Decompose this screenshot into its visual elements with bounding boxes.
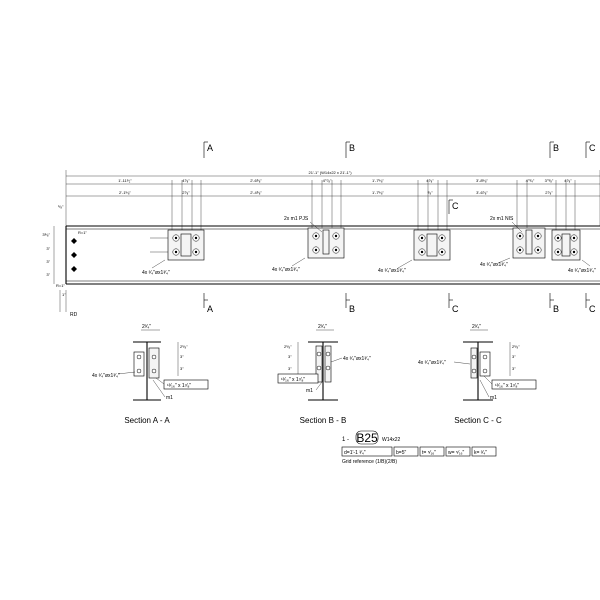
dim-top-4: 1'-7⁵⁄₈": [372, 178, 385, 183]
dim-top-3: 4"⁷⁄₈": [323, 178, 332, 183]
section-a-a: 2³⁄₄" 2⁵⁄₈" 3" 3" 4x ³⁄₄"øx1³⁄₄" ¹³⁄₁₆" …: [92, 324, 209, 425]
grid-a-top: A: [207, 143, 213, 153]
dim-top-1: 4⁷⁄₈": [182, 178, 190, 183]
dim-top-8: 3"³⁄₈": [545, 178, 554, 183]
left-small-dim-2: 1": [62, 292, 66, 297]
connection-c-plate: [413, 229, 451, 261]
bolt-callout-b: 4x ³⁄₄"øx1³⁄₄": [272, 267, 300, 273]
sub-dim-1: 2'-4³⁄₈": [250, 190, 262, 195]
sec-c-m1: m1: [490, 395, 497, 401]
left-vert-dim-3: 3": [46, 259, 50, 264]
mark-prop-k: k= ³⁄₄": [474, 450, 487, 456]
grid-reference: Grid reference (1/B)(2/B): [342, 459, 397, 465]
left-end-holes: [71, 238, 77, 272]
left-vert-dim-2: 3": [46, 246, 50, 251]
mark-prop-d: d=1'-1 ³⁄₄": [344, 450, 366, 456]
dim-top-7: 4"³⁄₄": [526, 178, 535, 183]
connection-d-plate: [512, 227, 546, 259]
grid-c2-top: C: [589, 143, 596, 153]
left-radius: R=1": [78, 230, 87, 235]
dim-left-1: 1'-11¹⁄₂": [118, 178, 132, 183]
grid-b2-top: B: [553, 143, 559, 153]
rd-label: RD: [70, 312, 78, 318]
callout-pjs: 2x m1 PJS: [284, 216, 309, 222]
sec-b-vert-3: 3": [288, 366, 292, 371]
sec-a-vert-3: 3": [180, 366, 184, 371]
section-a-title: Section A - A: [124, 416, 170, 425]
sec-a-vert-2: 3": [180, 354, 184, 359]
member-mark: 1 - B25 W14x22 d=1'-1 ³⁄₄" b=5" t= ⁵⁄₁₆"…: [341, 430, 497, 465]
mark-shape: W14x22: [382, 437, 401, 443]
sec-c-vert-2: 3": [512, 354, 516, 359]
left-small-dim: ⁵⁄₈": [58, 204, 64, 209]
section-c-title: Section C - C: [454, 416, 502, 425]
left-radius-2: R=1": [56, 283, 65, 288]
connection-e-plate: [551, 229, 581, 261]
sec-a-top-dim: 2³⁄₄": [142, 324, 151, 330]
sec-b-vert-2: 3": [288, 354, 292, 359]
sub-dim-2: 1'-7⁵⁄₈": [372, 190, 385, 195]
overall-dimension: 21'-1" (W14x22 x 21'-1"): [308, 170, 352, 175]
bolt-callout-e: 4x ³⁄₄"øx1³⁄₄": [568, 268, 596, 274]
dim-top-5: 4⁷⁄₈": [426, 178, 434, 183]
sec-b-bolt: 4x ³⁄₄"øx1³⁄₄": [343, 356, 371, 362]
dim-top-6: 3'-8⁵⁄₈": [476, 178, 489, 183]
sec-a-bolt: 4x ³⁄₄"øx1³⁄₄": [92, 373, 120, 379]
sec-c-top-dim: 2³⁄₄": [472, 324, 481, 330]
sec-b-vert-1: 2⁵⁄₈": [284, 344, 292, 349]
small-dim-1: 2⁷⁄₈": [182, 190, 190, 195]
sub-dim-3: 3'-6⁷⁄₈": [476, 190, 488, 195]
section-b-b: 2³⁄₄" 2⁵⁄₈" 3" 3" 4x ³⁄₄"øx1³⁄₄" ¹³⁄₁₆" …: [277, 324, 371, 425]
connection-a-plate: [150, 229, 205, 261]
grid-b-top: B: [349, 143, 355, 153]
sec-b-plate: ¹³⁄₁₆" x 1⁷⁄₈": [281, 377, 305, 383]
sec-a-vert-1: 2⁵⁄₈": [180, 344, 188, 349]
section-markers-top: A B C B C: [203, 141, 596, 214]
grid-b-bottom: B: [349, 304, 355, 314]
beam-elevation: 21'-1" (W14x22 x 21'-1") 1'-11¹⁄₂" 4⁷⁄₈"…: [42, 141, 600, 318]
mark-prop-w: w= ⁵⁄₁₆": [448, 450, 465, 456]
sec-b-top-dim: 2³⁄₄": [318, 324, 327, 330]
section-b-title: Section B - B: [300, 416, 347, 425]
grid-c-top: C: [452, 201, 459, 211]
small-dim-2: ³⁄₈": [427, 190, 433, 195]
dim-top-2: 2'-6³⁄₈": [250, 178, 262, 183]
left-vert-dim-1: 3⁵⁄₈": [42, 232, 50, 237]
left-vert-dim-4: 3": [46, 272, 50, 277]
mark-id: B25: [356, 431, 378, 445]
sec-a-m1: m1: [166, 395, 173, 401]
sec-b-m1: m1: [306, 388, 313, 394]
bolt-callout-d: 4x ³⁄₄"øx1³⁄₄": [480, 262, 508, 268]
section-markers-bottom: A B C B C: [203, 293, 596, 314]
callout-nis: 2x m1 NIS: [490, 216, 514, 222]
dim-top-9: 4⁷⁄₈": [564, 178, 572, 183]
sec-c-vert-1: 2⁵⁄₈": [512, 344, 520, 349]
bolt-callout-c: 4x ³⁄₄"øx1³⁄₄": [378, 268, 406, 274]
grid-a-bottom: A: [207, 304, 213, 314]
mark-prefix: 1 -: [342, 437, 349, 443]
grid-c2-bottom: C: [589, 304, 596, 314]
dim-left-2: 2'-1⁵⁄₈": [119, 190, 132, 195]
connection-b-plate: [307, 227, 345, 259]
sec-a-plate: ¹³⁄₁₆" x 1⁷⁄₈": [167, 383, 191, 389]
grid-c-bottom: C: [452, 304, 459, 314]
sec-c-plate: ¹³⁄₁₆" x 1⁷⁄₈": [495, 383, 519, 389]
bolt-callout-a: 4x ³⁄₄"øx1³⁄₄": [142, 270, 170, 276]
mark-prop-b: b=5": [396, 450, 406, 456]
sec-c-bolt: 4x ³⁄₄"øx1³⁄₄": [418, 360, 446, 366]
small-dim-3: 2⁷⁄₈": [545, 190, 553, 195]
section-c-c: 2³⁄₄" 2⁵⁄₈" 3" 3" 4x ³⁄₄"øx1³⁄₄" ¹³⁄₁₆" …: [418, 324, 537, 425]
sec-c-vert-3: 3": [512, 366, 516, 371]
mark-prop-t: t= ⁵⁄₁₆": [422, 450, 436, 456]
grid-b2-bottom: B: [553, 304, 559, 314]
